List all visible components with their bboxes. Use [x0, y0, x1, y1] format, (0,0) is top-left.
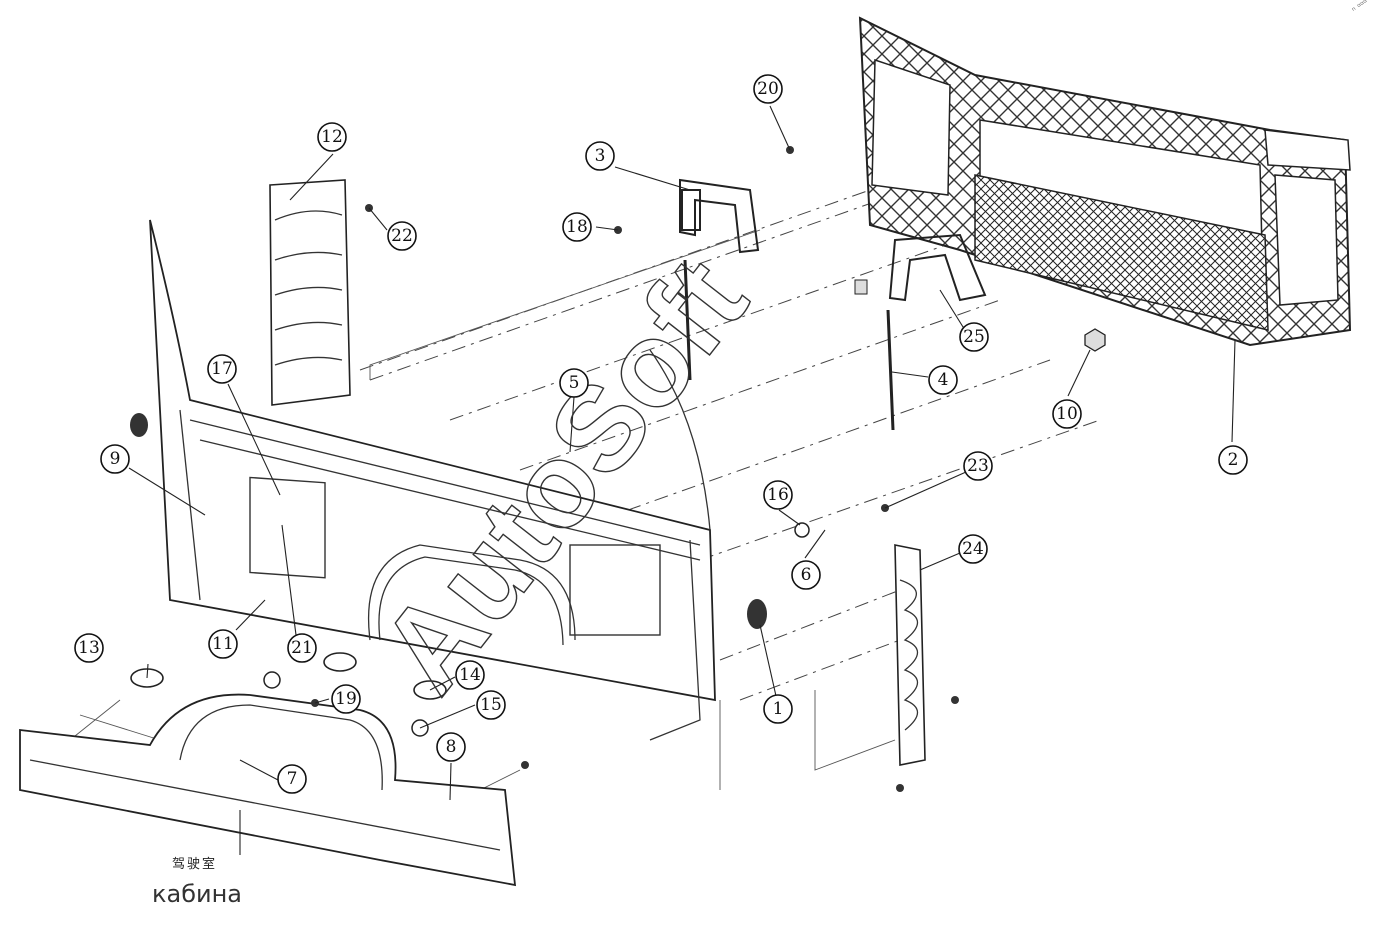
- svg-text:22: 22: [391, 226, 413, 246]
- callout-21: 21: [287, 633, 317, 663]
- svg-text:20: 20: [757, 79, 779, 99]
- svg-text:15: 15: [480, 695, 502, 715]
- callout-16: 16: [763, 480, 793, 510]
- front-panel-part-2: [858, 16, 1352, 347]
- bottom-sill-assembly: [19, 693, 517, 887]
- caption-russian: кабина: [152, 880, 242, 908]
- svg-text:5: 5: [569, 373, 580, 393]
- callout-1: 1: [763, 694, 793, 724]
- callout-15: 15: [476, 690, 506, 720]
- callout-7: 7: [277, 764, 307, 794]
- svg-text:6: 6: [801, 565, 812, 585]
- callout-24: 24: [958, 534, 988, 564]
- svg-text:1: 1: [773, 699, 784, 719]
- svg-text:24: 24: [962, 539, 984, 559]
- assembly-guide-lines: [69, 189, 1101, 791]
- svg-text:23: 23: [967, 456, 989, 476]
- callout-20: 20: [753, 74, 783, 104]
- svg-text:16: 16: [767, 485, 789, 505]
- svg-text:21: 21: [291, 638, 313, 658]
- cab-rear-wall: [149, 219, 716, 741]
- callout-17: 17: [207, 354, 237, 384]
- svg-text:7: 7: [287, 769, 298, 789]
- svg-text:12: 12: [321, 127, 343, 147]
- svg-text:9: 9: [110, 449, 121, 469]
- svg-text:13: 13: [78, 638, 100, 658]
- bracket-part-25: [854, 233, 987, 302]
- callout-2: 2: [1218, 445, 1248, 475]
- svg-text:11: 11: [212, 634, 234, 654]
- callout-8: 8: [436, 732, 466, 762]
- callout-19: 19: [331, 684, 361, 714]
- callout-6: 6: [791, 560, 821, 590]
- callout-13: 13: [74, 633, 104, 663]
- callout-5: 5: [559, 368, 589, 398]
- callout-12: 12: [317, 122, 347, 152]
- callout-18: 18: [562, 212, 592, 242]
- callout-22: 22: [387, 221, 417, 251]
- gas-strut-part-4: [683, 259, 895, 431]
- bracket-part-3: [679, 178, 760, 254]
- svg-text:10: 10: [1056, 404, 1078, 424]
- svg-text:17: 17: [211, 359, 233, 379]
- svg-text:14: 14: [459, 665, 481, 685]
- callout-9: 9: [100, 444, 130, 474]
- leader-lines: [128, 105, 1236, 855]
- callout-4: 4: [928, 365, 958, 395]
- callout-11: 11: [208, 629, 238, 659]
- svg-text:18: 18: [566, 217, 588, 237]
- callout-25: 25: [959, 322, 989, 352]
- svg-text:2: 2: [1228, 450, 1239, 470]
- svg-text:19: 19: [335, 689, 357, 709]
- callout-10: 10: [1052, 399, 1082, 429]
- caption-chinese: 驾驶室: [172, 857, 218, 872]
- svg-text:8: 8: [446, 737, 457, 757]
- svg-text:25: 25: [963, 327, 985, 347]
- callout-3: 3: [585, 141, 615, 171]
- callout-14: 14: [455, 660, 485, 690]
- svg-text:4: 4: [938, 370, 949, 390]
- side-panel-part-12: [269, 179, 351, 406]
- callout-23: 23: [963, 451, 993, 481]
- vertical-trim-part-24: [894, 544, 926, 766]
- svg-text:3: 3: [595, 146, 606, 166]
